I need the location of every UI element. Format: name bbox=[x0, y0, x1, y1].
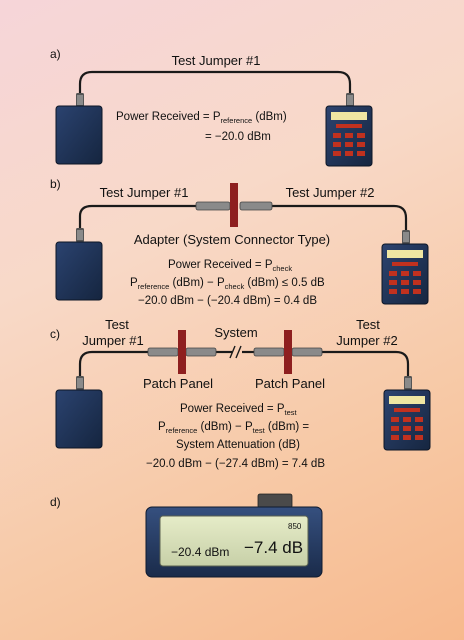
section-d-label: d) bbox=[50, 495, 61, 509]
meter-port bbox=[257, 493, 293, 509]
section-a-power-meter bbox=[325, 105, 373, 167]
meter-reading-reference: −20.4 dBm bbox=[171, 545, 229, 559]
section-c-label: c) bbox=[50, 327, 60, 341]
section-c-system-label: System bbox=[214, 325, 257, 340]
section-c-patch-panel-left bbox=[178, 330, 186, 374]
section-b-light-source bbox=[55, 241, 103, 301]
section-a: a) Test Jumper #1 Power Received = Prefe… bbox=[50, 47, 373, 167]
section-c: c) Test Jumper #1 System Test Jumper #2 … bbox=[50, 317, 431, 470]
section-b-jumper-2-label: Test Jumper #2 bbox=[286, 185, 375, 200]
section-a-source-connector bbox=[76, 93, 84, 107]
section-c-equation-3: System Attenuation (dB) bbox=[176, 439, 300, 451]
section-b-connector-right bbox=[239, 201, 273, 211]
section-c-jumper-left: Jumper #1 bbox=[82, 333, 143, 348]
section-c-system-break bbox=[229, 345, 242, 359]
section-c-equation-1: Power Received = Ptest bbox=[180, 403, 298, 417]
section-c-meter-connector bbox=[404, 376, 412, 390]
section-a-jumper-label: Test Jumper #1 bbox=[172, 53, 261, 68]
section-c-equation-2: Preference (dBm) − Ptest (dBm) = bbox=[158, 421, 309, 435]
section-a-label: a) bbox=[50, 47, 61, 61]
section-a-light-source bbox=[55, 105, 103, 165]
section-c-patch-panel-right bbox=[284, 330, 292, 374]
section-c-patch-left-label: Patch Panel bbox=[143, 376, 213, 391]
section-c-connector-1 bbox=[147, 347, 179, 357]
section-b-cable-right bbox=[272, 204, 408, 230]
section-a-equation-2: = −20.0 dBm bbox=[205, 131, 271, 143]
section-b-adapter bbox=[230, 183, 238, 227]
section-c-connector-2 bbox=[185, 347, 217, 357]
section-b-power-meter bbox=[381, 243, 429, 305]
section-b-source-connector bbox=[76, 228, 84, 242]
section-b-equation-3: −20.0 dBm − (−20.4 dBm) = 0.4 dB bbox=[138, 295, 317, 307]
section-b-equation-1: Power Received = Pcheck bbox=[168, 259, 292, 273]
section-d: d) 850 −20.4 dBm −7.4 dB bbox=[50, 493, 323, 578]
section-c-test-right: Test bbox=[356, 317, 380, 332]
section-a-cable bbox=[78, 70, 352, 95]
section-b-adapter-label: Adapter (System Connector Type) bbox=[134, 232, 330, 247]
section-c-equation-4: −20.0 dBm − (−27.4 dBm) = 7.4 dB bbox=[146, 458, 325, 470]
section-b: b) Test Jumper #1 Test Jumper #2 Adapter… bbox=[50, 177, 429, 307]
section-b-label: b) bbox=[50, 177, 61, 191]
section-c-cable-left bbox=[78, 350, 148, 376]
section-c-connector-3 bbox=[253, 347, 285, 357]
section-b-cable-left bbox=[78, 204, 196, 228]
section-b-meter-connector bbox=[402, 230, 410, 244]
section-b-connector-left bbox=[195, 201, 231, 211]
section-b-equation-2: Preference (dBm) − Pcheck (dBm) ≤ 0.5 dB bbox=[130, 277, 325, 291]
section-b-jumper-1-label: Test Jumper #1 bbox=[100, 185, 189, 200]
meter-reading-loss: −7.4 dB bbox=[244, 538, 303, 557]
meter-wavelength: 850 bbox=[288, 522, 302, 531]
section-c-connector-4 bbox=[291, 347, 323, 357]
section-c-patch-right-label: Patch Panel bbox=[255, 376, 325, 391]
section-c-cable-right bbox=[320, 350, 410, 376]
section-c-test-left: Test bbox=[105, 317, 129, 332]
meter-lcd bbox=[159, 515, 309, 567]
section-c-jumper-right: Jumper #2 bbox=[336, 333, 397, 348]
section-a-equation-1: Power Received = Preference (dBm) bbox=[116, 111, 287, 125]
section-a-meter-connector bbox=[346, 93, 354, 107]
section-c-light-source bbox=[55, 389, 103, 449]
section-c-power-meter bbox=[383, 389, 431, 451]
section-c-source-connector bbox=[76, 376, 84, 390]
